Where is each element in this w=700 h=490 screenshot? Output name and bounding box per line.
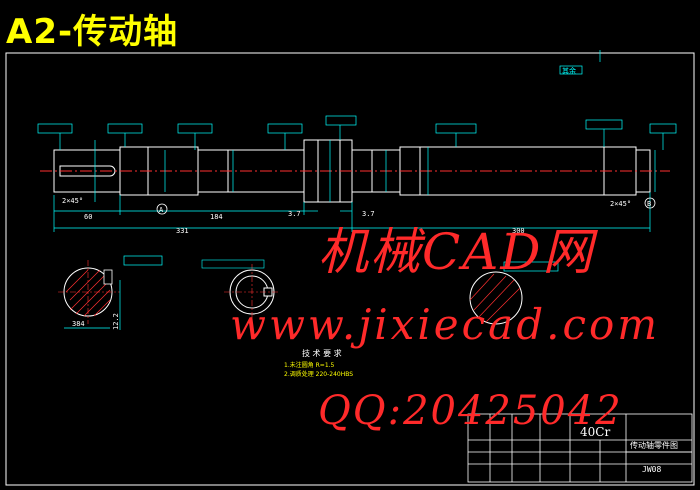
dim-3-7-b: 3.7 <box>362 210 375 218</box>
tech-requirements: 技 术 要 求 1.未注圆角 R=1.5 2.调质处理 220-240HBS <box>284 348 353 378</box>
section-label-b: B <box>647 200 651 208</box>
dim-331: 331 <box>176 227 189 235</box>
chamfer-right: 2×45° <box>610 200 631 208</box>
dim-300: 300 <box>512 227 525 235</box>
dim-384: 384 <box>72 320 85 328</box>
section-label-a: A <box>159 206 164 214</box>
watermark-qq: QQ:20425042 <box>318 388 623 434</box>
section-view-right <box>469 261 559 325</box>
drawing-frame <box>5 52 695 486</box>
section-view-left: 384 12.2 <box>58 255 163 330</box>
tech-req-heading: 技 术 要 求 <box>302 348 342 358</box>
watermark-url: www.jixiecad.com <box>230 300 661 349</box>
roughness-note: 其余 <box>562 66 576 75</box>
title-block-material: 40Cr <box>580 425 610 439</box>
section-view-center <box>201 259 280 320</box>
drawing-title: A2-传动轴 <box>6 12 179 52</box>
dim-184: 184 <box>210 213 223 221</box>
tech-req-line2: 2.调质处理 220-240HBS <box>284 370 353 378</box>
dimension-lines <box>37 50 677 232</box>
dim-12-2: 12.2 <box>112 313 120 330</box>
section-markers <box>156 197 656 215</box>
tech-req-line1: 1.未注圆角 R=1.5 <box>284 361 335 369</box>
watermark-site-name: 机械CAD网 <box>318 223 595 281</box>
chamfer-left: 2×45° <box>62 197 83 205</box>
title-block-drawing-no: JW08 <box>642 465 661 474</box>
title-block <box>467 413 693 483</box>
dimension-text: 60 184 3.7 3.7 331 300 2×45° 2×45° A B 其… <box>62 66 651 235</box>
title-block-part-name: 传动轴零件图 <box>630 440 678 450</box>
dim-60: 60 <box>84 213 92 221</box>
dim-3-7-a: 3.7 <box>288 210 301 218</box>
